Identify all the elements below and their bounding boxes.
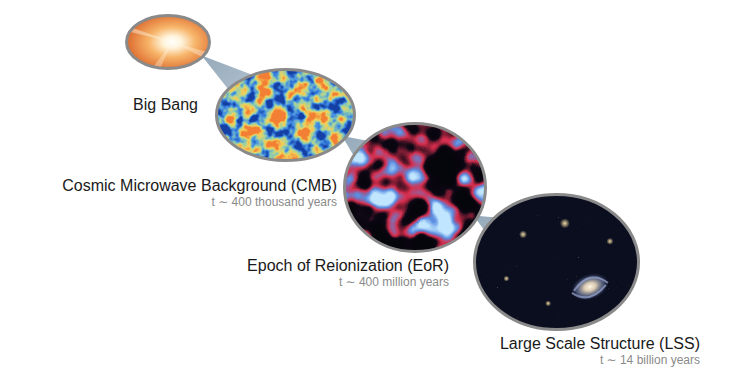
image-ellipse: Big Bang (125, 14, 211, 70)
cmb-illustration (215, 68, 356, 162)
caption-block: Epoch of Reionization (EoR)t ∼ 400 milli… (247, 256, 449, 290)
image-ellipse: Epoch of Reionization (EoR)t ∼ 400 milli… (343, 122, 487, 253)
caption-block: Cosmic Microwave Background (CMB)t ∼ 400… (62, 176, 337, 210)
caption-block: Large Scale Structure (LSS)t ∼ 14 billio… (500, 334, 700, 368)
epoch-name: Large Scale Structure (LSS) (500, 334, 700, 353)
bang-illustration (125, 14, 211, 70)
epoch-name: Cosmic Microwave Background (CMB) (62, 176, 337, 195)
image-ellipse: Cosmic Microwave Background (CMB)t ∼ 400… (215, 68, 356, 162)
eor-illustration (343, 122, 487, 253)
epoch-time: t ∼ 400 thousand years (62, 195, 337, 210)
epoch-name: Big Bang (133, 95, 198, 114)
caption-block: Big Bang (133, 95, 198, 114)
image-ellipse: Large Scale Structure (LSS)t ∼ 14 billio… (473, 193, 640, 331)
epoch-name: Epoch of Reionization (EoR) (247, 256, 449, 275)
epoch-time: t ∼ 400 million years (247, 275, 449, 290)
epoch-time: t ∼ 14 billion years (500, 353, 700, 368)
lss-illustration (473, 193, 640, 331)
